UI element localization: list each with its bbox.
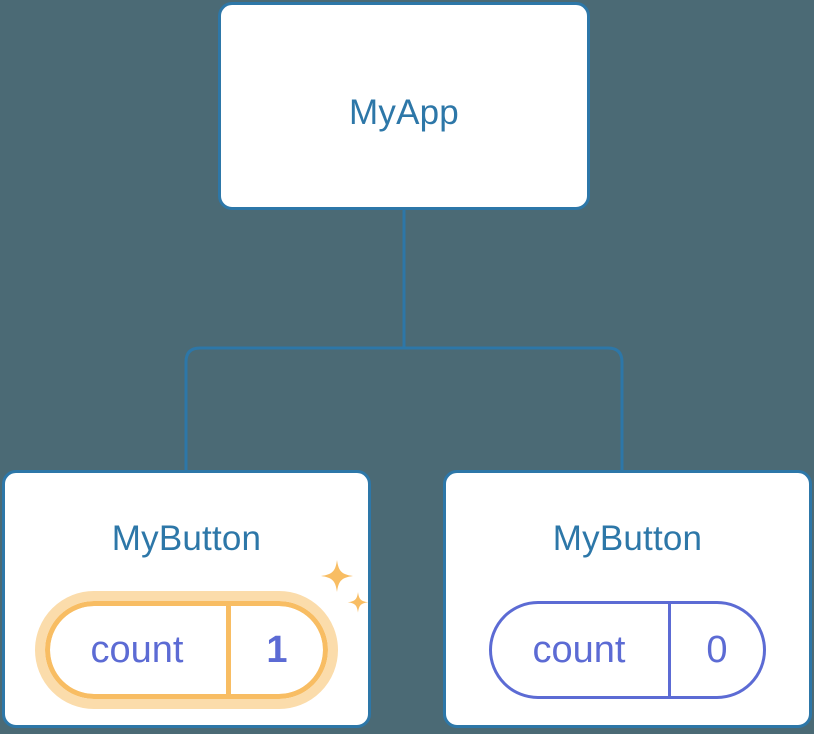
state-key-label: count	[90, 629, 184, 671]
state-value-label: 1	[266, 629, 288, 671]
state-key-cell: count	[492, 604, 668, 696]
state-value-cell: 0	[671, 604, 763, 696]
state-pill-divider	[668, 604, 671, 696]
state-key-cell: count	[50, 606, 226, 694]
node-mybutton-0[interactable]: MyButton count 1	[2, 470, 371, 728]
state-pill-wrapper: count 0	[446, 595, 809, 705]
state-key-label: count	[532, 629, 626, 671]
state-pill-wrapper: count 1	[5, 591, 368, 709]
state-value-cell: 1	[231, 606, 323, 694]
node-myapp[interactable]: MyApp	[218, 2, 590, 210]
node-mybutton-1[interactable]: MyButton count 0	[443, 470, 812, 728]
state-pill[interactable]: count 0	[489, 601, 766, 699]
node-title: MyButton	[111, 519, 262, 558]
state-pill-divider	[226, 606, 231, 694]
state-pill[interactable]: count 1	[35, 591, 338, 709]
edge-child-branches	[184, 346, 624, 470]
state-value-label: 0	[706, 629, 728, 671]
node-title: MyApp	[349, 93, 459, 132]
node-title: MyButton	[552, 519, 703, 558]
